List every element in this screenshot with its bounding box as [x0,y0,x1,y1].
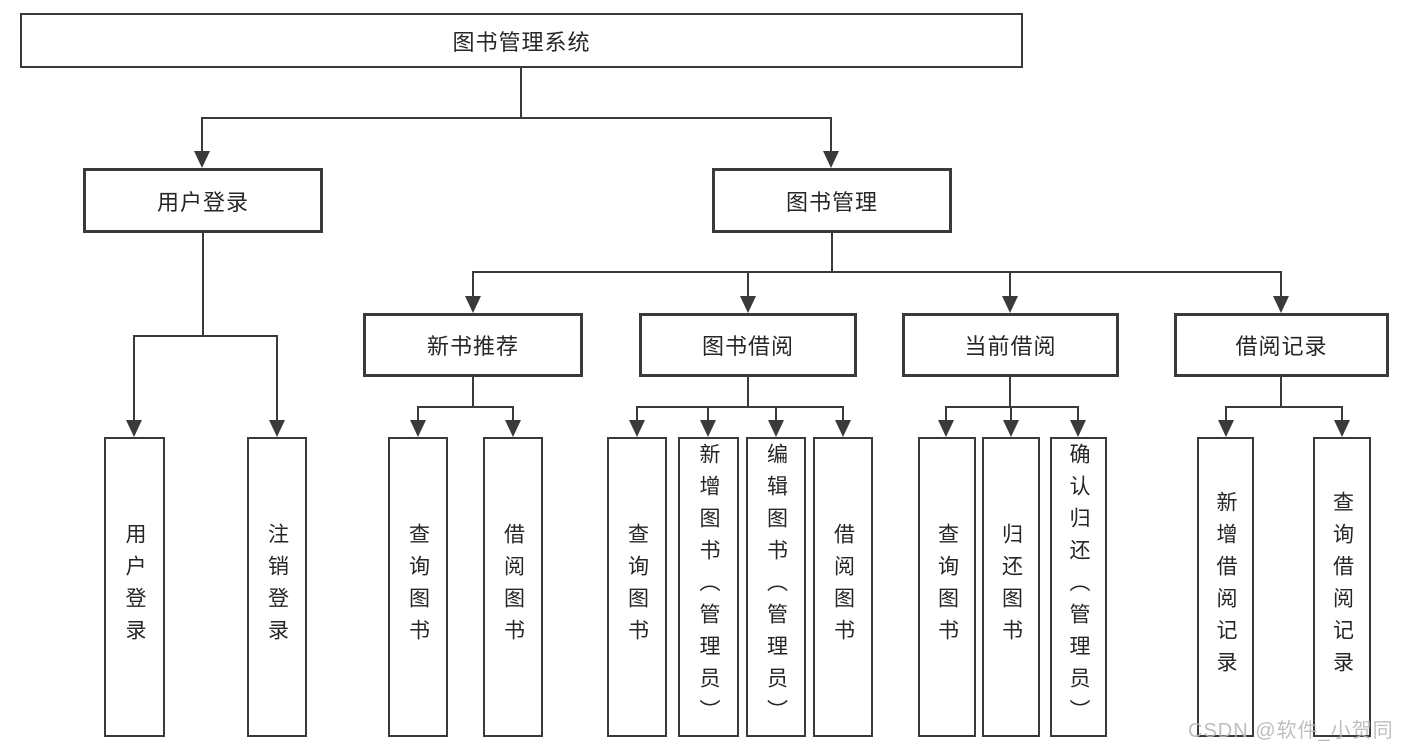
node-label: 查询图书 [406,523,430,651]
connector-user-login-split [133,335,278,337]
arrowhead-icon [1334,420,1350,437]
arrowhead-icon [505,420,521,437]
connector-to-user-login [201,117,203,153]
arrowhead-icon [629,420,645,437]
connector-current-borrow-stem [1009,377,1011,408]
arrowhead-icon [194,151,210,168]
node-leaf-return-books: 归还图书 [982,437,1040,737]
connector-branch [945,406,947,422]
node-label: 确认归还（管理员） [1067,443,1090,731]
node-leaf-query-books-current: 查询图书 [918,437,976,737]
arrowhead-icon [938,420,954,437]
node-leaf-query-borrow-record: 查询借阅记录 [1313,437,1371,737]
connector-branch [636,406,638,422]
node-label: 归还图书 [999,523,1023,651]
arrowhead-icon [269,420,285,437]
connector-to-borrow-records [1280,271,1282,298]
connector-branch [1077,406,1079,422]
arrowhead-icon [1003,420,1019,437]
node-borrowing-records: 借阅记录 [1174,313,1389,377]
connector-user-login-stem [202,233,204,336]
node-label: 用户登录 [156,189,249,215]
connector-level3-split [472,271,1282,273]
connector-branch [1341,406,1343,422]
arrowhead-icon [1218,420,1234,437]
node-label: 新书推荐 [426,334,519,359]
node-leaf-logout: 注销登录 [247,437,307,737]
arrowhead-icon [1002,296,1018,313]
node-label: 借阅图书 [831,523,855,651]
connector-branch [707,406,709,422]
node-root-library-system: 图书管理系统 [20,13,1023,68]
node-label: 借阅记录 [1235,334,1328,359]
connector-branch [842,406,844,422]
connector-branch [417,406,419,422]
node-label: 编辑图书（管理员） [764,443,788,731]
node-label: 图书借阅 [701,334,794,359]
node-label: 注销登录 [265,523,289,651]
csdn-watermark: CSDN @软件_小贺同学 [1188,720,1394,742]
connector-branch [775,406,777,422]
arrowhead-icon [410,420,426,437]
node-label: 查询图书 [625,523,649,651]
node-label: 用户登录 [123,523,146,651]
node-label: 新增借阅记录 [1214,491,1237,683]
node-leaf-query-books-rec: 查询图书 [388,437,448,737]
connector-book-mgmt-stem [831,233,833,272]
node-label: 查询借阅记录 [1330,491,1354,683]
connector-branch [1225,406,1227,422]
node-label: 借阅图书 [501,523,525,651]
node-new-book-recommend: 新书推荐 [363,313,583,377]
node-leaf-user-login: 用户登录 [104,437,165,737]
node-label: 查询图书 [935,523,959,651]
node-leaf-borrow-books-rec: 借阅图书 [483,437,543,737]
connector-book-borrow-split [636,406,844,408]
arrowhead-icon [465,296,481,313]
connector-branch [1010,406,1012,422]
node-label: 当前借阅 [964,334,1057,359]
connector-to-book-mgmt [830,117,832,153]
arrowhead-icon [700,420,716,437]
connector-to-logout [276,335,278,422]
connector-borrow-records-split [1225,406,1342,408]
connector-root-stem [520,68,522,118]
arrowhead-icon [768,420,784,437]
arrowhead-icon [1273,296,1289,313]
node-leaf-confirm-return-admin: 确认归还（管理员） [1050,437,1107,737]
node-leaf-query-books-borrow: 查询图书 [607,437,667,737]
arrowhead-icon [126,420,142,437]
node-leaf-add-borrow-record: 新增借阅记录 [1197,437,1254,737]
connector-book-borrow-stem [747,377,749,408]
node-book-management: 图书管理 [712,168,952,233]
arrowhead-icon [1070,420,1086,437]
connector-current-borrow-split [945,406,1079,408]
connector-to-book-borrow [747,271,749,298]
connector-branch [512,406,514,422]
node-current-borrowing: 当前借阅 [902,313,1119,377]
arrowhead-icon [835,420,851,437]
node-leaf-add-books-admin: 新增图书（管理员） [678,437,739,737]
node-label: 图书管理 [785,189,878,215]
arrowhead-icon [740,296,756,313]
node-book-borrowing: 图书借阅 [639,313,857,377]
arrowhead-icon [823,151,839,168]
connector-level1-split [201,117,832,119]
node-label: 新增图书（管理员） [697,443,720,731]
node-user-login: 用户登录 [83,168,323,233]
node-leaf-edit-books-admin: 编辑图书（管理员） [746,437,806,737]
connector-borrow-records-stem [1280,377,1282,408]
connector-to-current-borrow [1009,271,1011,298]
connector-new-book-rec-split [417,406,514,408]
connector-new-book-rec-stem [472,377,474,408]
node-label: 图书管理系统 [452,29,591,55]
node-leaf-borrow-books: 借阅图书 [813,437,873,737]
connector-to-login [133,335,135,422]
connector-to-new-book-rec [472,271,474,298]
